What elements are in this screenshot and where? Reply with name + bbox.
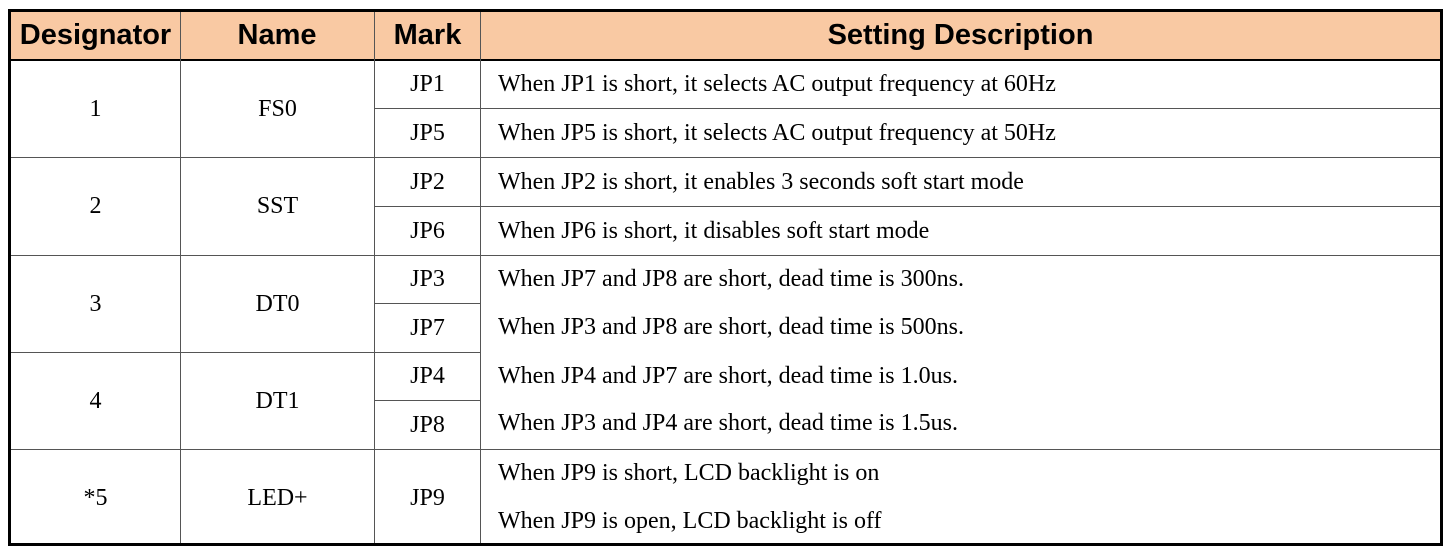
header-mark: Mark — [374, 12, 481, 61]
dead-time-description: When JP7 and JP8 are short, dead time is… — [498, 266, 964, 292]
mark-cell: JP5 — [410, 119, 445, 146]
description-cell: When JP5 is short, it selects AC output … — [498, 119, 1056, 146]
name-cell: LED+ — [247, 484, 308, 511]
description-cell: When JP2 is short, it enables 3 seconds … — [498, 168, 1024, 195]
header-setting-description: Setting Description — [481, 12, 1440, 61]
description-cell: When JP1 is short, it selects AC output … — [498, 71, 1056, 97]
row-divider — [374, 303, 480, 304]
mark-cell: JP1 — [410, 71, 445, 97]
dead-time-description: When JP3 and JP8 are short, dead time is… — [498, 314, 964, 340]
designator-cell: 2 — [89, 193, 102, 219]
name-cell: DT0 — [255, 290, 300, 317]
mark-cell: JP4 — [410, 363, 445, 389]
row-divider — [374, 400, 480, 401]
jumper-settings-table: Designator Name Mark Setting Description… — [8, 9, 1443, 546]
column-divider — [374, 12, 375, 543]
mark-cell: JP7 — [410, 314, 445, 341]
name-cell: FS0 — [258, 95, 297, 122]
mark-cell: JP3 — [410, 266, 445, 292]
designator-cell: 4 — [89, 387, 102, 414]
group-divider — [11, 157, 1440, 158]
designator-cell: *5 — [83, 484, 108, 511]
description-cell: When JP6 is short, it disables soft star… — [498, 217, 930, 244]
row-divider — [374, 108, 1440, 109]
mark-cell: JP8 — [410, 411, 445, 438]
group-divider — [11, 352, 480, 353]
designator-cell: 1 — [89, 95, 102, 122]
description-cell: When JP9 is short, LCD backlight is on — [498, 460, 880, 486]
column-divider — [480, 12, 481, 543]
row-divider — [374, 206, 1440, 207]
designator-cell: 3 — [89, 290, 102, 317]
header-designator: Designator — [11, 12, 180, 61]
group-divider — [11, 449, 1440, 450]
column-divider — [180, 12, 181, 543]
mark-cell: JP2 — [410, 168, 445, 195]
header-name: Name — [180, 12, 374, 61]
name-cell: DT1 — [255, 387, 300, 414]
group-divider — [11, 255, 1440, 256]
name-cell: SST — [256, 193, 299, 219]
dead-time-description: When JP4 and JP7 are short, dead time is… — [498, 363, 958, 389]
mark-cell: JP9 — [410, 484, 445, 511]
mark-cell: JP6 — [410, 217, 445, 244]
dead-time-description: When JP3 and JP4 are short, dead time is… — [498, 410, 958, 436]
description-cell: When JP9 is open, LCD backlight is off — [498, 508, 882, 534]
